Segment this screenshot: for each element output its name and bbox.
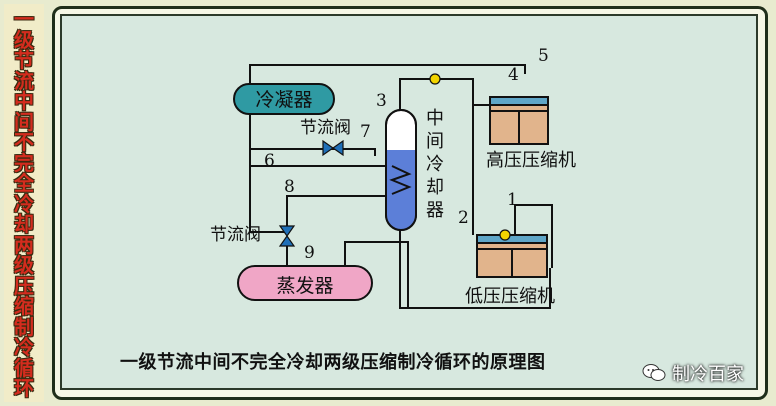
upper-throttle-valve	[322, 139, 344, 157]
point-8: 8	[284, 177, 295, 197]
pipe-1	[514, 204, 553, 268]
pipe-intercooler-lp	[399, 226, 408, 309]
side-title-char: 全	[14, 171, 34, 196]
pipe-condenser-outlet	[249, 112, 285, 233]
side-title-char: 不	[14, 130, 34, 155]
side-title-char: 流	[14, 68, 34, 93]
pipe-evaporator-lp	[344, 241, 551, 309]
intercooler-label: 中 间 冷 却 器	[426, 108, 444, 221]
lower-throttle-valve	[278, 225, 296, 247]
point-3: 3	[376, 91, 387, 111]
point-7: 7	[360, 122, 371, 142]
intercooler-vessel	[385, 109, 417, 231]
side-title-char: 冷	[14, 335, 34, 360]
side-title-char: 循	[14, 355, 34, 380]
intercooler-label-char: 中	[426, 108, 444, 129]
side-title-char: 中	[14, 89, 34, 114]
evaporator-vessel	[237, 265, 373, 301]
side-title-char: 环	[14, 376, 34, 401]
hp-compressor-label: 高压压缩机	[486, 150, 576, 171]
side-title-char: 却	[14, 212, 34, 237]
high-pressure-compressor	[489, 96, 549, 145]
pipe-6-7	[250, 148, 376, 156]
upper-throttle-label: 节流阀	[300, 118, 351, 138]
side-title-char: 缩	[14, 294, 34, 319]
pipe-3-4	[399, 78, 490, 110]
side-title-char: 制	[14, 314, 34, 339]
watermark-text: 制冷百家	[672, 364, 744, 385]
intercooler-label-char: 冷	[426, 154, 444, 175]
point-1: 1	[507, 190, 518, 210]
condenser-label: 冷凝器	[255, 89, 312, 111]
pipe-8	[286, 195, 394, 226]
side-title-char: 节	[14, 48, 34, 73]
side-title-char: 压	[14, 273, 34, 298]
side-title-char: 级	[14, 27, 34, 52]
side-title-char: 一	[14, 7, 34, 32]
lp-compressor-label: 低压压缩机	[465, 286, 555, 307]
pipe-5-condenser	[249, 64, 526, 86]
point-6: 6	[264, 151, 275, 171]
low-pressure-compressor	[476, 234, 548, 278]
point-4: 4	[508, 65, 519, 85]
lower-throttle-label: 节流阀	[210, 225, 261, 245]
node-3-4	[429, 73, 441, 85]
side-title-char: 两	[14, 232, 34, 257]
side-title-char: 级	[14, 253, 34, 278]
intercooler-label-char: 却	[426, 177, 444, 198]
diagram-caption: 一级节流中间不完全冷却两级压缩制冷循环的原理图	[120, 352, 546, 373]
side-title-char: 完	[14, 150, 34, 175]
intercooler-label-char: 器	[426, 200, 444, 221]
side-title-char: 冷	[14, 191, 34, 216]
side-title-char: 间	[14, 109, 34, 134]
watermark: 制冷百家	[642, 360, 744, 386]
side-title: 一级节流中间不完全冷却两级压缩制冷循环	[4, 4, 44, 402]
node-2-1	[499, 229, 511, 241]
point-9: 9	[304, 243, 315, 263]
point-2: 2	[458, 208, 469, 228]
point-5: 5	[538, 46, 549, 66]
wechat-icon	[642, 364, 666, 381]
evaporator-label: 蒸发器	[276, 275, 333, 297]
condenser-vessel	[233, 83, 335, 115]
intercooler-label-char: 间	[426, 131, 444, 152]
